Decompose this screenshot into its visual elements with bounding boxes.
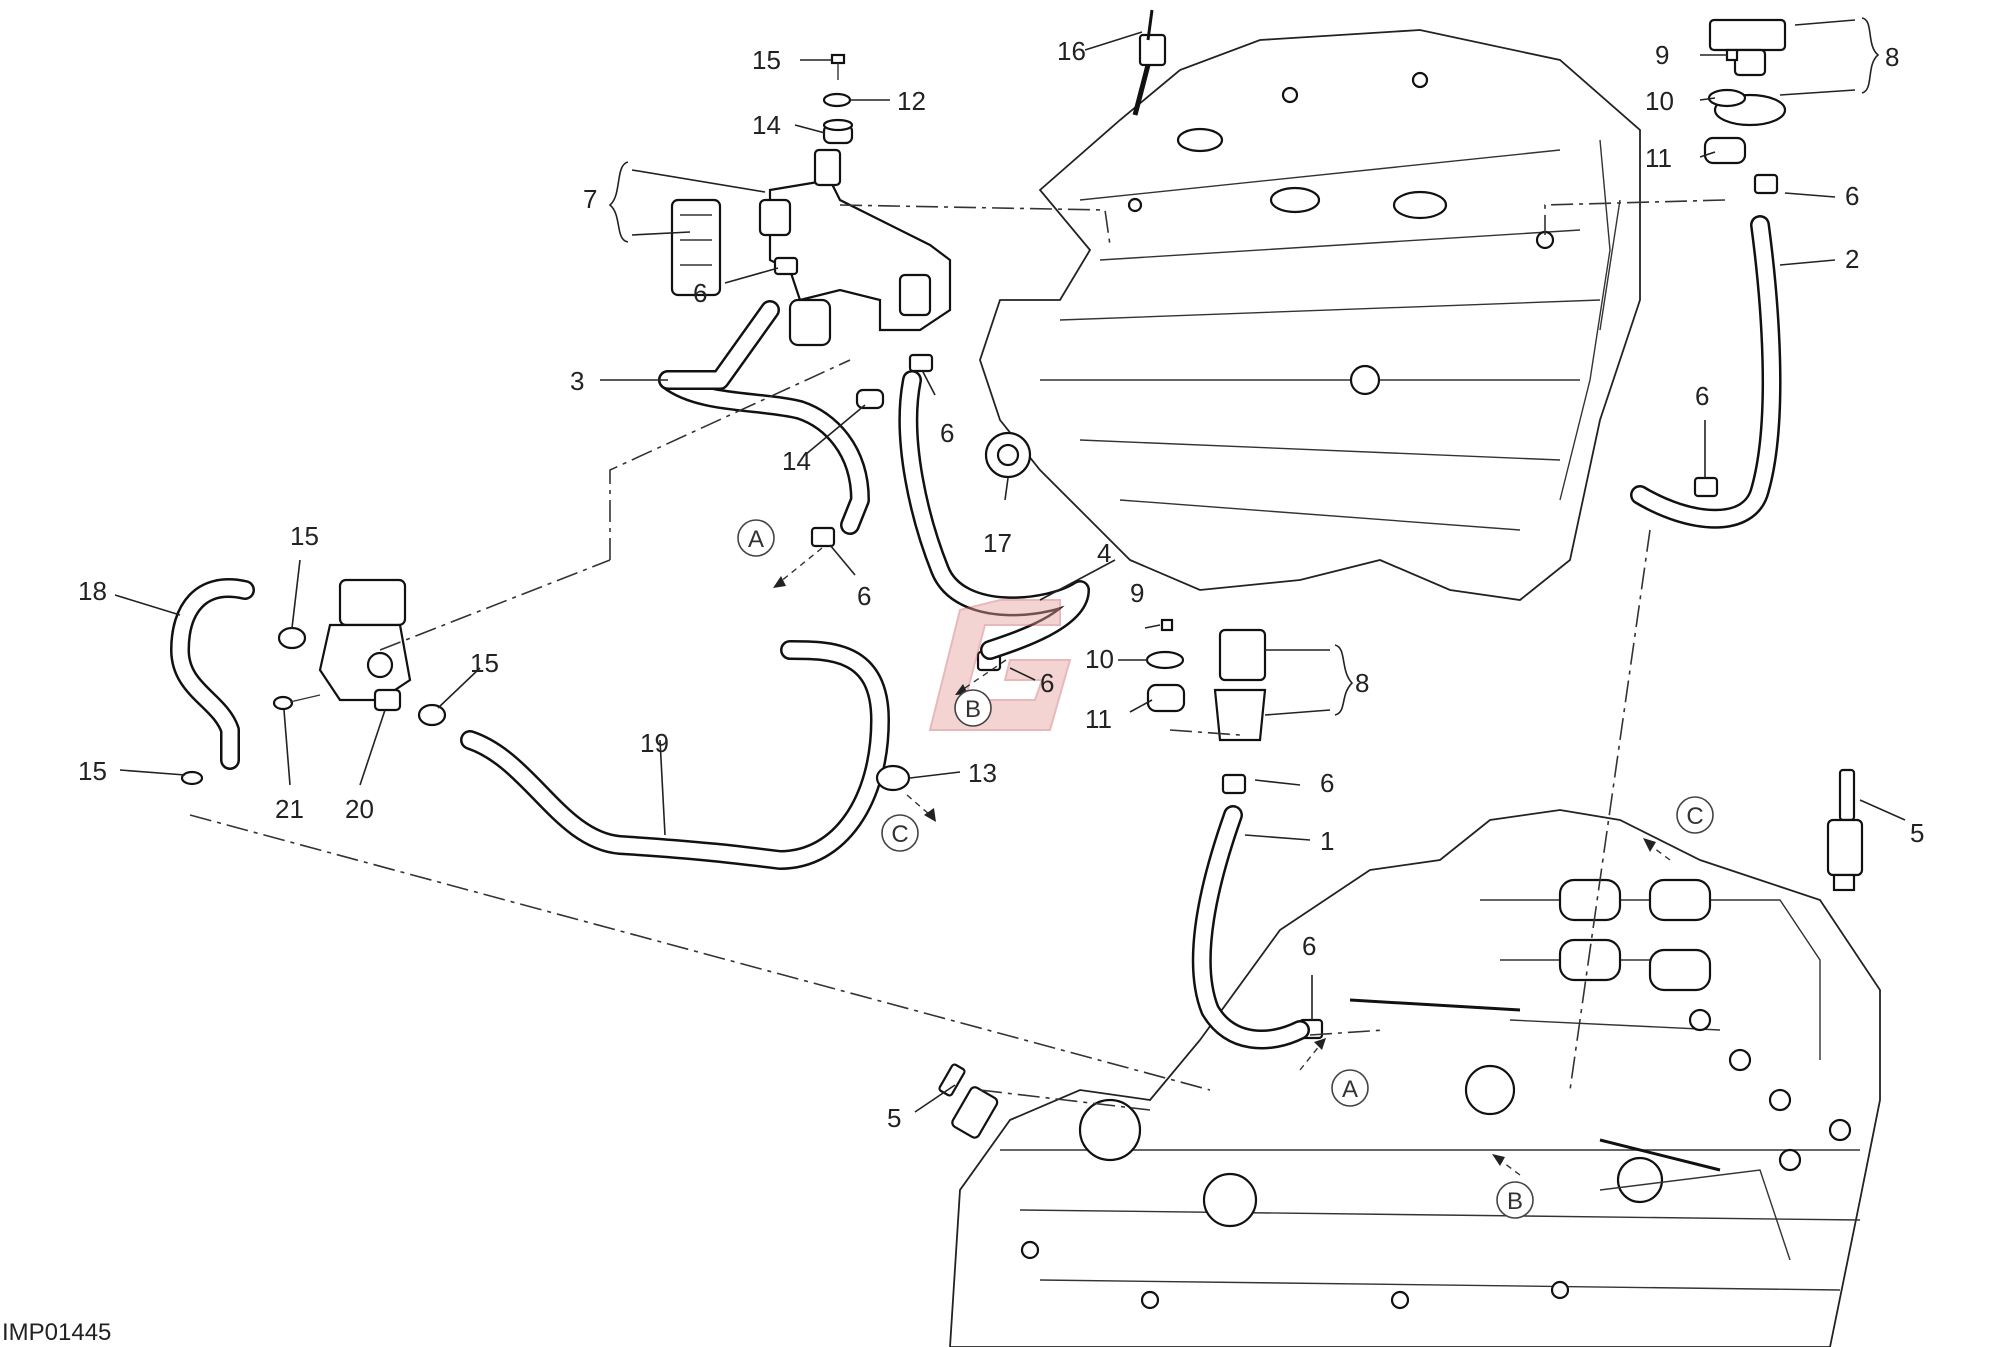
sensor-8-upper [1708,18,1787,127]
callout-14-lower: 14 [782,446,811,476]
callout-15-c: 15 [470,648,499,678]
callout-labels: 15 12 14 7 6 3 14 6 17 6 4 6 16 9 10 11 … [78,36,1924,1133]
spark-plug-5-right [1826,768,1864,892]
grommet-14-upper [822,118,854,145]
hose-1 [1191,805,1310,1050]
callout-16: 16 [1057,36,1086,66]
cable-tie-16 [1132,9,1167,116]
callout-10-upper: 10 [1645,86,1674,116]
ref-a-lower: A [1331,1069,1369,1107]
callout-6-c: 6 [857,581,871,611]
svg-text:A: A [748,526,764,553]
callout-15-d: 13 [968,758,997,788]
callout-17: 17 [983,528,1012,558]
callout-1: 1 [1320,826,1334,856]
callout-6-e: 6 [1845,181,1859,211]
clips-15 [180,626,911,792]
callout-21: 21 [275,794,304,824]
callout-3: 3 [570,366,584,396]
callout-7: 7 [583,184,597,214]
grommet-14-lower [855,388,885,410]
solenoid-bracket [670,148,952,347]
ref-c-lower: C [1676,796,1714,834]
hose-18 [170,578,255,770]
svg-text:A: A [1342,1076,1358,1103]
washer-12 [822,92,852,108]
callout-6-f: 6 [1695,381,1709,411]
hose-4 [898,370,1090,660]
callout-15-b: 15 [78,756,107,786]
sensor-8-lower [1213,628,1267,742]
grommet-17 [984,431,1032,479]
svg-text:B: B [1507,1188,1523,1215]
callout-6-g: 6 [1320,768,1334,798]
callout-5-right: 5 [1910,818,1924,848]
ref-a-upper: A [737,519,775,557]
callout-18: 18 [78,576,107,606]
air-valve-20 [318,578,412,712]
callout-9-upper: 9 [1655,40,1669,70]
svg-text:C: C [1686,803,1703,830]
callout-15-a: 15 [290,521,319,551]
leader-lines [114,19,1906,1113]
callout-4: 4 [1097,538,1111,568]
screw-13 [830,53,846,80]
callout-2: 2 [1845,244,1859,274]
callout-6-a: 6 [693,278,707,308]
hose-2 [1630,215,1782,529]
reference-circles: A B C A B C [737,519,1714,1219]
callout-6-b: 6 [940,418,954,448]
airbox-housing [979,29,1641,601]
brace-marks [608,17,1880,716]
callout-5-left: 5 [887,1103,901,1133]
callout-8-lower: 8 [1355,668,1369,698]
ref-b-lower: B [1496,1181,1534,1219]
screw-21 [272,694,321,711]
callout-11-lower: 11 [1085,704,1112,734]
callout-13: 15 [752,45,781,75]
callout-6-h: 6 [1302,931,1316,961]
callout-8-upper: 8 [1885,42,1899,72]
hose-19 [460,640,890,870]
callout-11-upper: 11 [1645,143,1672,173]
callout-6-d: 6 [1040,668,1054,698]
ref-b-upper: B [954,689,992,727]
callout-9-lower: 9 [1130,578,1144,608]
callout-20: 20 [345,794,374,824]
ref-c-upper: C [881,814,919,852]
callout-10-lower: 10 [1085,644,1114,674]
svg-text:C: C [891,821,908,848]
callout-19: 19 [640,728,669,758]
diagram-code: IMP01445 [2,1319,111,1346]
engine-cylinder-head [949,809,1881,1347]
grommets-10-11 [1145,88,1747,713]
callout-14-upper: 14 [752,110,781,140]
alignment-lines [189,199,1726,1111]
svg-text:B: B [965,696,981,723]
spark-plug-5-left [938,1063,999,1139]
hose-3 [658,300,870,535]
callout-12: 12 [897,86,926,116]
